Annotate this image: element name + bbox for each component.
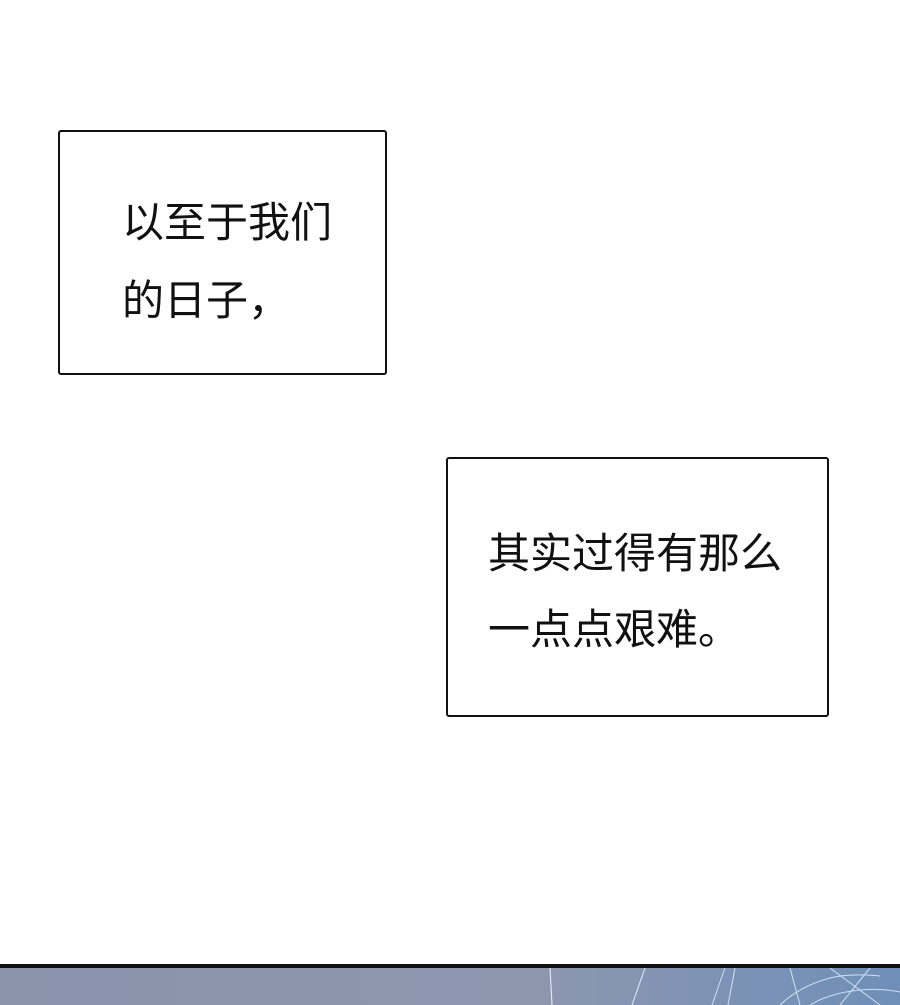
caption-line: 以至于我们 [122,198,333,247]
caption-box-2: 其实过得有那么 一点点艰难。 [446,457,829,717]
next-comic-panel [0,964,900,1005]
spiderweb-illustration [549,968,900,1005]
caption-line: 的日子， [122,276,291,325]
caption-box-1: 以至于我们 的日子， [58,130,387,375]
caption-line: 其实过得有那么 [488,529,783,578]
caption-line: 一点点艰难。 [488,605,741,654]
